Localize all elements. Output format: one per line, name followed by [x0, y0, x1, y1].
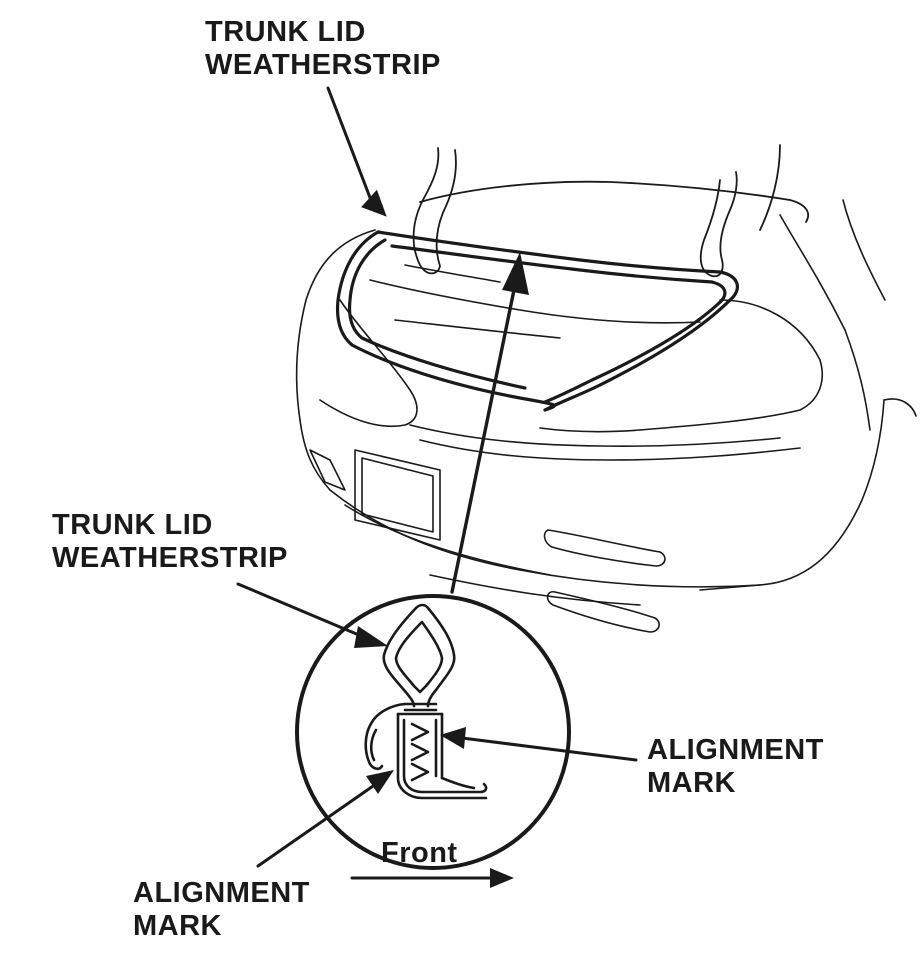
alignment-mark-left-line2: MARK	[133, 910, 222, 942]
front-label: Front	[381, 837, 458, 869]
trunk-lid	[412, 144, 810, 278]
alignment-left-leader	[256, 782, 378, 868]
detail-leader-arrow	[236, 582, 368, 640]
front-arrowhead	[490, 868, 514, 888]
alignment-right-arrowhead	[440, 727, 466, 749]
detail-circle	[295, 594, 571, 870]
top-weatherstrip-label-line2: WEATHERSTRIP	[205, 49, 441, 81]
alignment-mark-right-line2: MARK	[647, 767, 736, 799]
alignment-mark-right-line1: ALIGNMENT	[647, 734, 824, 766]
car-body	[295, 199, 917, 633]
detail-weatherstrip-label-line2: WEATHERSTRIP	[52, 542, 288, 574]
alignment-mark-left-label: ALIGNMENT MARK	[133, 877, 310, 943]
alignment-right-leader	[460, 736, 638, 762]
detail-to-trunk-arrow	[450, 283, 517, 594]
top-leader-arrow	[326, 86, 376, 210]
top-arrowhead	[361, 189, 387, 217]
trunk-opening-weatherstrip	[335, 230, 739, 412]
alignment-mark-right-label: ALIGNMENT MARK	[647, 734, 824, 800]
alignment-mark-left-line1: ALIGNMENT	[133, 877, 310, 909]
detail-weatherstrip-label-line1: TRUNK LID	[52, 509, 213, 541]
detail-leader-arrowhead	[354, 626, 388, 648]
alignment-left-arrowhead	[366, 770, 394, 794]
top-weatherstrip-label-line1: TRUNK LID	[205, 16, 366, 48]
detail-weatherstrip-label: TRUNK LID WEATHERSTRIP	[52, 509, 288, 575]
top-weatherstrip-label: TRUNK LID WEATHERSTRIP	[205, 16, 441, 82]
weatherstrip-cross-section	[364, 603, 488, 800]
detail-arrowhead	[502, 252, 529, 295]
